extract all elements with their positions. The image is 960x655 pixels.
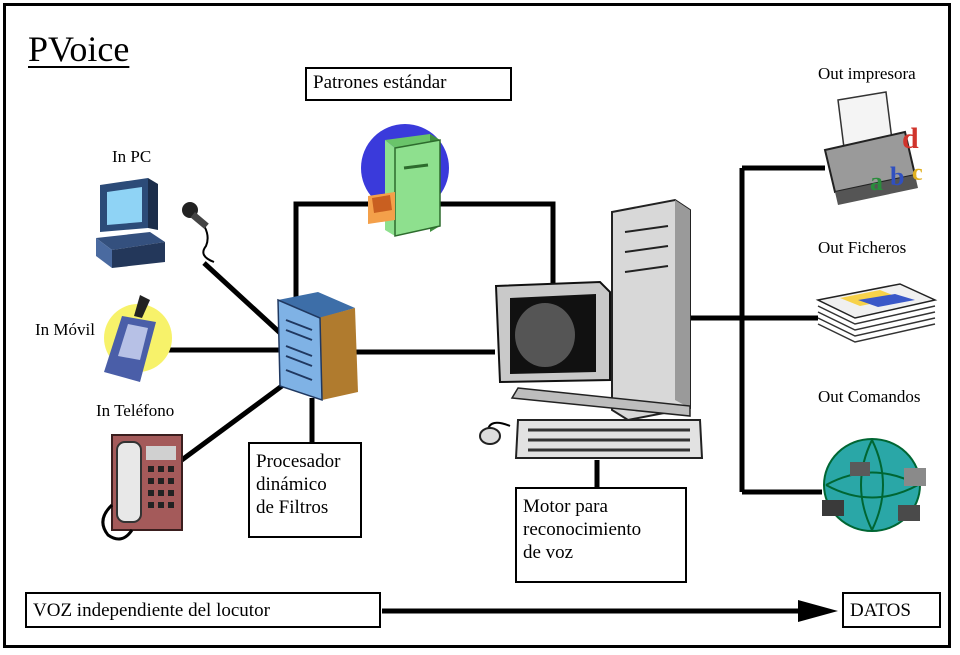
box-patrones-estandar: Patrones estándar — [305, 67, 512, 101]
connections — [168, 165, 825, 614]
svg-text:c: c — [912, 160, 923, 186]
microphone-icon — [182, 202, 215, 263]
workstation-icon — [479, 198, 704, 459]
label-in-pc: In PC — [112, 147, 152, 166]
label-out-comandos: Out Comandos — [818, 387, 921, 406]
box-procesador-dinamico: Procesador dinámico de Filtros — [248, 442, 362, 538]
pc-icon — [96, 178, 165, 268]
file-cabinet-icon — [361, 124, 449, 237]
label-in-telefono: In Teléfono — [96, 401, 175, 420]
printer-icon: d a b c — [823, 91, 923, 205]
connector-outputs — [688, 165, 825, 495]
connector-pc — [202, 261, 292, 344]
cellphone-icon — [104, 295, 172, 382]
svg-text:b: b — [890, 162, 904, 191]
label-out-impresora: Out impresora — [818, 64, 916, 83]
telephone-icon — [101, 434, 183, 541]
label-out-ficheros: Out Ficheros — [818, 238, 907, 257]
svg-text:d: d — [902, 122, 919, 155]
label-in-movil: In Móvil — [35, 320, 95, 339]
diagram-title: PVoice — [28, 29, 130, 69]
documents-icon — [815, 283, 938, 343]
box-datos: DATOS — [842, 592, 941, 628]
diagram-frame — [3, 3, 951, 648]
server-icon — [277, 292, 358, 402]
flow-arrow-head — [798, 600, 838, 622]
box-motor-reconocimiento: Motor para reconocimiento de voz — [515, 487, 687, 583]
box-voz-independiente: VOZ independiente del locutor — [25, 592, 381, 628]
globe-network-icon — [822, 438, 926, 532]
svg-text:a: a — [870, 167, 883, 196]
connector-telefono — [173, 377, 292, 468]
